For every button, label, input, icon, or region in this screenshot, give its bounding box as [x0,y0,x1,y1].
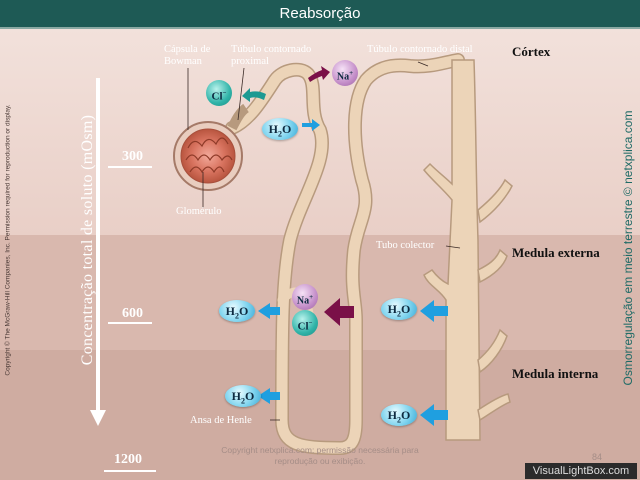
water-molecule-outer-right: H2O [381,298,417,320]
chloride-ion-medulla: Cl− [292,310,318,336]
zone-cortex: Córtex [512,44,551,59]
outer-medulla-band [0,235,640,350]
chloride-ion-cortex: Cl− [206,80,232,106]
tick-1200-line [104,470,156,472]
side-copyright: Copyright © The McGraw-Hill Companies, I… [4,104,12,376]
water-arrow-outer-left [258,303,280,319]
zone-outer-medulla: Medula externa [512,245,600,260]
label-proximal: Túbulo contornado proximal [231,44,312,67]
tick-300-line [108,166,152,168]
tick-300: 300 [122,149,143,164]
water-molecule-inner-left: H2O [225,385,261,407]
page-number: 84 [592,452,603,462]
sodium-ion-medulla: Na+ [292,284,318,310]
concentration-axis-label: Concentração total de soluto (mOsm) [79,114,96,366]
collecting-duct [422,59,513,441]
water-arrow-outer-right [420,300,448,322]
bottom-copyright-note: Copyright netxplica.com: permissão neces… [221,445,419,466]
label-distal: Túbulo contornado distal [367,44,473,55]
label-henle: Ansa de Henle [190,415,252,426]
label-bowman: Cápsula de Bowman [164,44,211,67]
tick-600: 600 [122,306,143,321]
water-arrows [258,119,448,426]
water-molecule-outer-left: H2O [219,300,255,322]
visuallightbox-badge[interactable]: VisualLightBox.com [525,463,637,479]
inner-medulla-band [0,350,640,480]
tick-600-line [108,322,152,324]
zone-inner-medulla: Medula interna [512,366,599,381]
water-arrow-inner-right [420,404,448,426]
nephron-tubule [225,53,465,455]
water-molecule-inner-right: H2O [381,404,417,426]
label-leaders [187,61,461,421]
ion-arrows [242,66,354,326]
tick-1200: 1200 [114,452,142,467]
title-bar: Reabsorção [0,0,640,27]
title-divider [0,27,640,29]
label-collector: Tubo colector [376,240,435,251]
label-glomerulo: Glomérulo [176,206,222,217]
sodium-ion-cortex: Na+ [332,60,358,86]
bowman-capsule [173,103,250,191]
side-watermark: Osmorregulação em meio terrestre © netxp… [621,110,635,386]
water-arrow-inner-left [258,388,280,404]
water-molecule-cortex: H2O [262,118,298,140]
concentration-axis-arrow [90,78,106,426]
